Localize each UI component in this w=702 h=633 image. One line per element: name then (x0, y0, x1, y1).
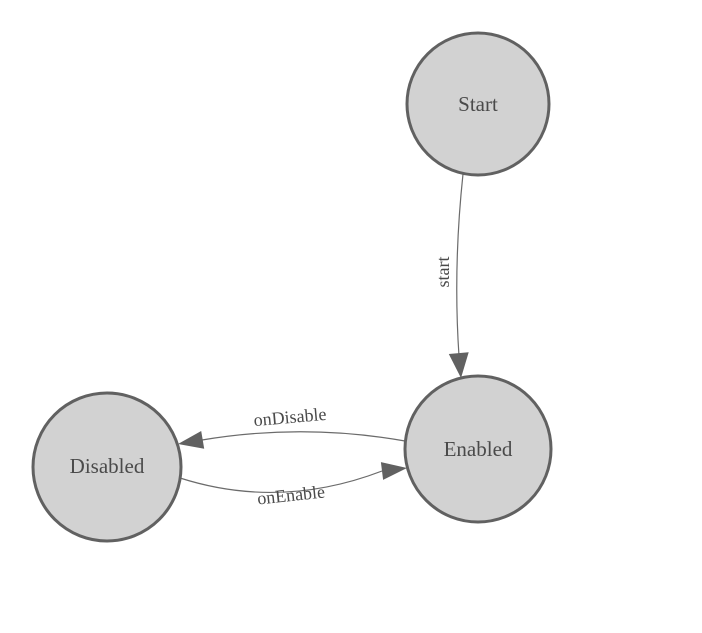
node-disabled: Disabled (31, 391, 183, 543)
edge-label-ondisable: onDisable (253, 404, 327, 430)
node-start: Start (405, 31, 551, 177)
edge-start-to-enabled: start (433, 173, 469, 378)
arrowhead-start-to-enabled (448, 352, 469, 378)
arrowhead-enabled-to-disabled (178, 431, 205, 449)
node-start-circle (405, 31, 551, 177)
edge-line-ondisable (201, 431, 406, 442)
node-enabled-circle (403, 374, 553, 524)
edge-disabled-to-enabled: onEnable (179, 462, 407, 509)
edge-enabled-to-disabled: onDisable (178, 404, 406, 449)
node-start-label: Start (458, 92, 498, 116)
edge-label-onenable: onEnable (256, 482, 326, 509)
node-disabled-label: Disabled (70, 454, 145, 478)
arrowhead-disabled-to-enabled (380, 462, 407, 480)
edge-label-start: start (433, 257, 453, 288)
node-enabled: Enabled (403, 374, 553, 524)
node-enabled-label: Enabled (444, 437, 513, 461)
edge-line-onenable (179, 470, 383, 494)
node-disabled-circle (31, 391, 183, 543)
edge-line-start (456, 173, 464, 357)
